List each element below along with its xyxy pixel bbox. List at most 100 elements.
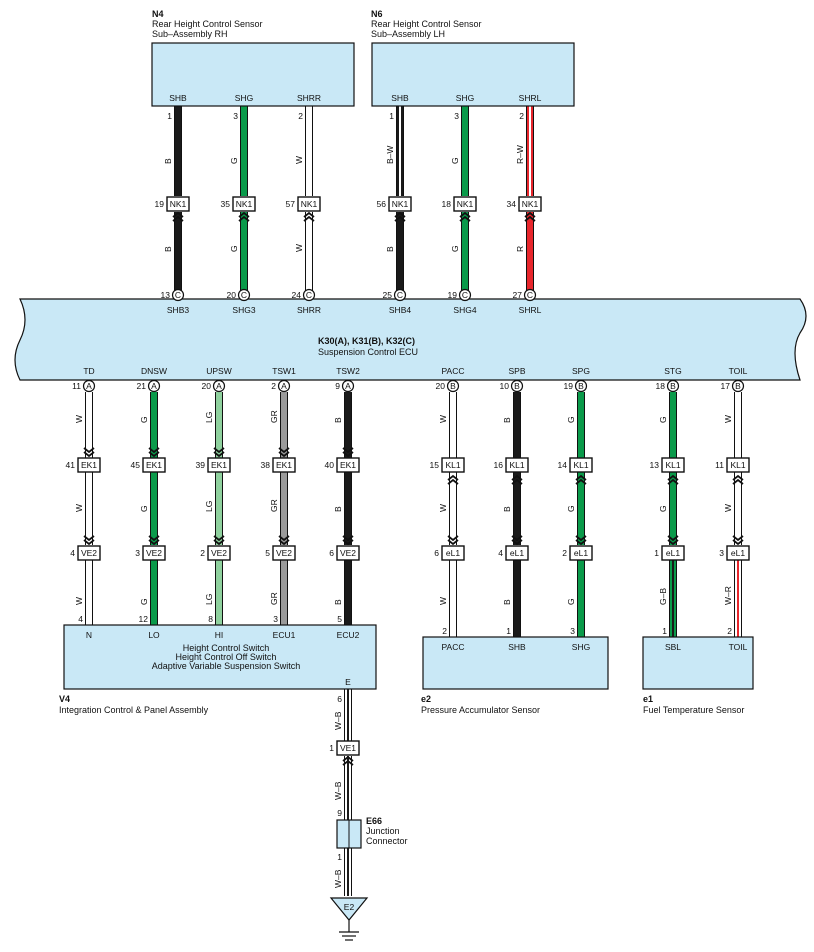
v4-desc-1: Height Control Switch xyxy=(183,643,270,653)
wire-color-1-toil: W xyxy=(723,415,733,423)
n4-code: N4 xyxy=(152,9,164,19)
ecu-terminal-shrl: SHRL xyxy=(519,305,542,315)
n4-component-box xyxy=(151,42,355,107)
c1-dnsw-connector-box xyxy=(142,457,166,473)
pin-top-shg4: 3 xyxy=(454,111,459,121)
c1-dnsw-connector-pin: 45 xyxy=(131,460,141,470)
ecu-name: Suspension Control ECU xyxy=(318,347,418,357)
wire-color-2-tsw1: GR xyxy=(269,499,279,512)
c2-spb-connector-pin: 4 xyxy=(498,548,503,558)
wire-color-2-stg: G xyxy=(658,505,668,512)
ecu-spg-pin-letter: B xyxy=(578,381,584,391)
ecu-pacc-pin-letter: B xyxy=(450,381,456,391)
wire-color-bot-shrr: W xyxy=(294,244,304,252)
c2-spg-connector-box xyxy=(569,545,593,561)
pin-top-shrl: 2 xyxy=(519,111,524,121)
sensor-n6: N6 Rear Height Control Sensor Sub–Assemb… xyxy=(371,9,575,107)
wire-color-top-shg3: G xyxy=(229,157,239,164)
c2-td-connector-box xyxy=(77,545,101,561)
terminal-shb3: SHB xyxy=(169,93,187,103)
ecu-terminal-stg: STG xyxy=(664,366,681,376)
wire-color-ground-3: W–B xyxy=(333,869,343,888)
c1-toil-connector-pin: 11 xyxy=(715,460,724,470)
ecu-shb4-pin-circle xyxy=(393,288,407,302)
e1-component-box xyxy=(642,636,754,690)
c2-pacc-connector-box xyxy=(441,545,465,561)
nk1-shg4-connector-box xyxy=(453,196,477,212)
end-terminal-tsw2: ECU2 xyxy=(337,630,360,640)
chevron-1-toil xyxy=(732,474,744,485)
ecu-upsw-pin-letter: A xyxy=(216,381,222,391)
n6-name-line2: Sub–Assembly LH xyxy=(371,29,445,39)
terminal-shg3: SHG xyxy=(235,93,253,103)
nk1-shg4-connector-label: NK1 xyxy=(457,199,474,209)
wire-color-1-td: W xyxy=(74,415,84,423)
end-pin-spg: 3 xyxy=(570,626,575,636)
c2-upsw-connector-label: VE2 xyxy=(211,548,227,558)
c2-stg-connector-pin: 1 xyxy=(654,548,659,558)
ecu-dnsw-pin-circle xyxy=(147,379,161,393)
chevron-1-dnsw xyxy=(148,447,160,458)
n6-code: N6 xyxy=(371,9,383,19)
chevron-1-td xyxy=(83,447,95,458)
c2-tsw1-connector-pin: 5 xyxy=(265,548,270,558)
c2-spb-connector-box xyxy=(505,545,529,561)
ecu-shg4-pin-letter: C xyxy=(462,290,468,300)
chevron-1-stg xyxy=(667,474,679,485)
ecu-td-pin-circle xyxy=(82,379,96,393)
ecu-td-pin-letter: A xyxy=(86,381,92,391)
c2-td-connector-pin: 4 xyxy=(70,548,75,558)
wire-color-bot-shb3: B xyxy=(163,246,173,252)
ecu-spb-pin-letter: B xyxy=(514,381,520,391)
labels-layer: SHB1BNK119BC13SHB3SHG3GNK135GC20SHG3SHRR… xyxy=(66,93,750,941)
chevron-1-spb xyxy=(511,474,523,485)
ecu-tsw1-pin-letter: A xyxy=(281,381,287,391)
c1-tsw1-connector-label: EK1 xyxy=(276,460,292,470)
chevron-2-dnsw xyxy=(148,535,160,546)
ecu-shb3-pin-circle xyxy=(171,288,185,302)
wire-color-3-toil: W–R xyxy=(723,586,733,605)
wire-color-3-td: W xyxy=(74,597,84,605)
wire-color-bot-shrl: R xyxy=(515,246,525,252)
ecu-stg-pin-letter: B xyxy=(670,381,676,391)
end-terminal-tsw1: ECU1 xyxy=(273,630,296,640)
c1-tsw1-connector-box xyxy=(272,457,296,473)
end-pin-toil: 2 xyxy=(727,626,732,636)
ecu-spb-pin-circle xyxy=(510,379,524,393)
ecu-shb3-pin-number: 13 xyxy=(161,290,171,300)
wire-color-1-spb: B xyxy=(502,417,512,423)
wire-color-top-shrr: W xyxy=(294,156,304,164)
chevron-2-upsw xyxy=(213,535,225,546)
n4-name-line2: Sub–Assembly RH xyxy=(152,29,228,39)
wire-color-1-dnsw: G xyxy=(139,416,149,423)
ecu-td-pin-number: 11 xyxy=(72,381,81,391)
nk1-shb4-connector-label: NK1 xyxy=(392,199,409,209)
ecu-suspension-control: K30(A), K31(B), K32(C) Suspension Contro… xyxy=(14,298,807,381)
end-terminal-spb: SHB xyxy=(508,642,526,652)
ecu-shb4-pin-number: 25 xyxy=(383,290,393,300)
ecu-terminal-spb: SPB xyxy=(508,366,525,376)
ecu-shb3-pin-letter: C xyxy=(175,290,181,300)
panel-v4: Height Control Switch Height Control Off… xyxy=(59,624,377,715)
pin-top-shb4: 1 xyxy=(389,111,394,121)
c1-dnsw-connector-label: EK1 xyxy=(146,460,162,470)
ecu-tsw2-pin-number: 9 xyxy=(335,381,340,391)
nk1-shrr-connector-box xyxy=(297,196,321,212)
c1-tsw2-connector-label: EK1 xyxy=(340,460,356,470)
pin-top-shb3: 1 xyxy=(167,111,172,121)
ecu-shg4-pin-number: 19 xyxy=(448,290,458,300)
chevron-1-pacc xyxy=(447,474,459,485)
ecu-terminal-tsw2: TSW2 xyxy=(336,366,360,376)
chevron-1-upsw xyxy=(213,447,225,458)
c2-upsw-connector-pin: 2 xyxy=(200,548,205,558)
e2-name: Pressure Accumulator Sensor xyxy=(421,705,540,715)
ecu-terminal-dnsw: DNSW xyxy=(141,366,167,376)
c2-dnsw-connector-pin: 3 xyxy=(135,548,140,558)
wire-color-2-tsw2: B xyxy=(333,506,343,512)
e1-name: Fuel Temperature Sensor xyxy=(643,705,744,715)
wire-color-3-stg: G–B xyxy=(658,588,668,605)
ecu-pacc-pin-number: 20 xyxy=(436,381,446,391)
c1-upsw-connector-label: EK1 xyxy=(211,460,227,470)
ecu-dnsw-pin-number: 21 xyxy=(137,381,147,391)
nk1-shb4-connector-pin: 56 xyxy=(377,199,387,209)
